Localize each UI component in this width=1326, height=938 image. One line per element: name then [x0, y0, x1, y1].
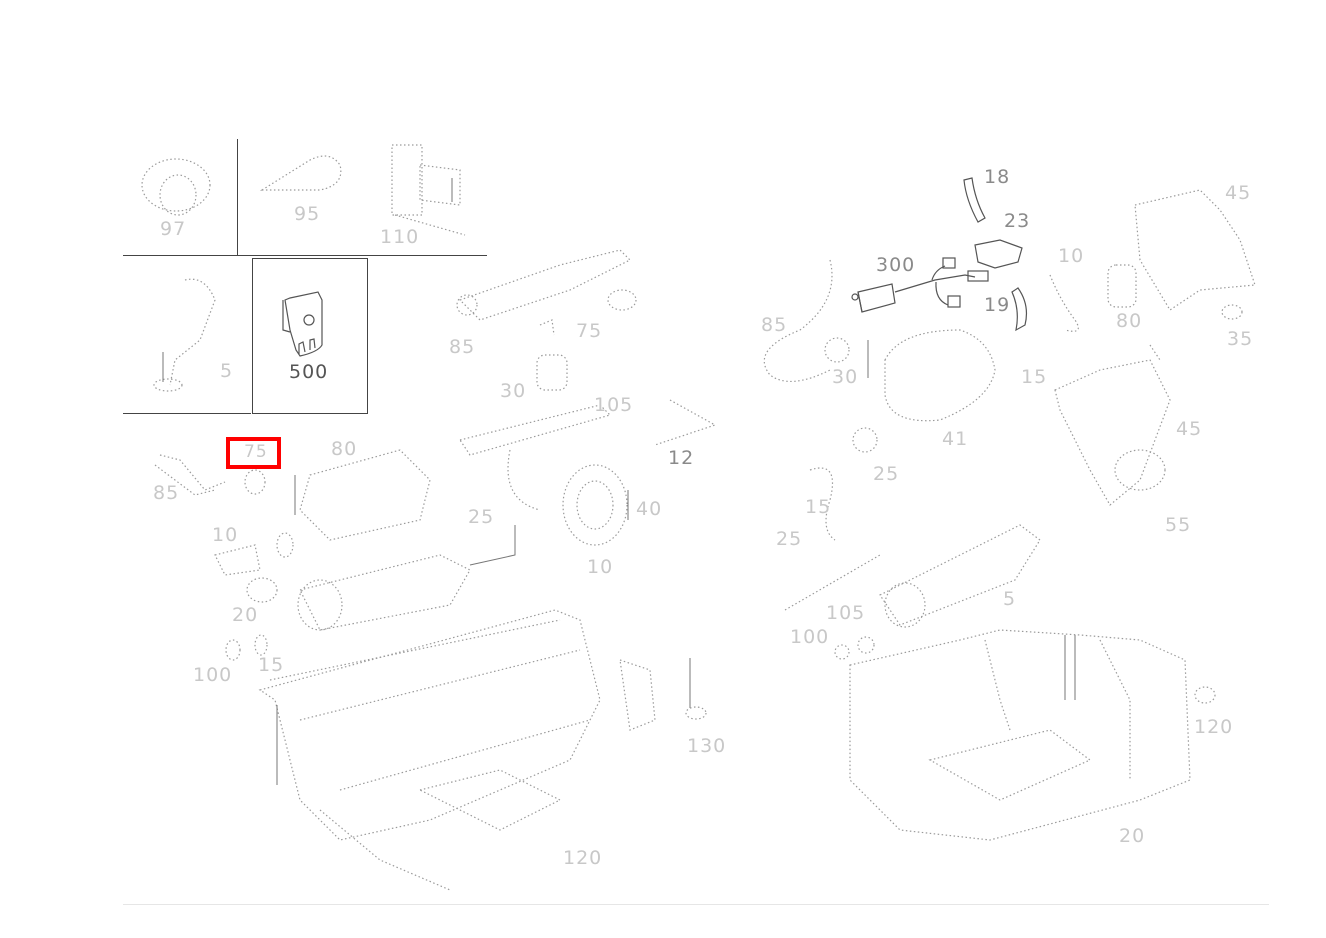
label-30-left: 30 — [500, 380, 527, 402]
label-80-right: 80 — [1116, 310, 1143, 332]
label-120-right: 120 — [1194, 716, 1234, 738]
label-85-upper: 85 — [449, 336, 476, 358]
part-110-drawing — [391, 144, 466, 236]
label-85-right: 85 — [761, 314, 788, 336]
inset-divider-horizontal-bottom — [123, 413, 251, 414]
label-15-right: 15 — [1021, 366, 1048, 388]
label-23: 23 — [1004, 210, 1031, 232]
valve-23 — [974, 239, 1023, 269]
label-95: 95 — [294, 203, 321, 225]
inset-divider-horizontal-top — [123, 255, 487, 256]
label-25-right-lower: 25 — [776, 528, 803, 550]
label-110: 110 — [380, 226, 420, 248]
label-20-right: 20 — [1119, 825, 1146, 847]
left-pump-80 — [154, 449, 431, 541]
hose-12 — [654, 399, 717, 446]
label-5-right: 5 — [1003, 588, 1017, 610]
label-25-right: 25 — [873, 463, 900, 485]
label-18: 18 — [984, 166, 1011, 188]
highlighted-callout-box[interactable]: 75 — [226, 437, 281, 469]
label-55: 55 — [1165, 514, 1192, 536]
inset-divider-vertical-1 — [237, 139, 238, 255]
label-10-right: 10 — [1058, 245, 1085, 267]
label-100-right: 100 — [790, 626, 830, 648]
left-filter-assembly — [214, 532, 471, 631]
label-130: 130 — [687, 735, 727, 757]
label-97: 97 — [160, 218, 187, 240]
part-5-drawing — [153, 278, 216, 392]
label-35: 35 — [1227, 328, 1254, 350]
inset-panel-500 — [252, 258, 368, 414]
hose-10-right — [1049, 274, 1079, 332]
label-40: 40 — [636, 498, 663, 520]
label-45-top: 45 — [1225, 182, 1252, 204]
label-12: 12 — [668, 447, 695, 469]
label-15-left: 15 — [258, 654, 285, 676]
label-25-left: 25 — [468, 506, 495, 528]
label-105-right: 105 — [826, 602, 866, 624]
filter-5-right — [784, 524, 1041, 628]
label-20-left: 20 — [232, 604, 259, 626]
left-frame-120 — [225, 609, 707, 891]
label-85-left: 85 — [153, 482, 180, 504]
label-300: 300 — [876, 254, 916, 276]
label-15-right-lower: 15 — [805, 496, 832, 518]
label-100-left: 100 — [193, 664, 233, 686]
right-frame-20 — [834, 629, 1216, 841]
bottom-rule — [123, 904, 1269, 905]
part-97-drawing — [141, 158, 211, 216]
hose-19 — [1011, 287, 1028, 332]
hose-85-right — [763, 259, 833, 383]
label-75-highlighted: 75 — [244, 442, 268, 462]
left-upper-assembly — [456, 249, 637, 391]
hose-18 — [963, 177, 986, 223]
label-45-right: 45 — [1176, 418, 1203, 440]
compressor-45 — [1054, 344, 1171, 506]
label-105-left: 105 — [594, 394, 634, 416]
label-19: 19 — [984, 294, 1011, 316]
label-5-inset: 5 — [220, 360, 234, 382]
right-harness-300 — [851, 257, 989, 313]
label-500: 500 — [289, 361, 329, 383]
pump-41 — [824, 329, 996, 453]
label-41: 41 — [942, 428, 969, 450]
bracket-45 — [1134, 189, 1256, 311]
label-10-lower: 10 — [587, 556, 614, 578]
label-120-left: 120 — [563, 847, 603, 869]
part-500-clip-drawing — [282, 291, 323, 357]
label-30-right: 30 — [832, 366, 859, 388]
part-95-drawing — [259, 155, 342, 191]
label-75-upper: 75 — [576, 320, 603, 342]
label-80-left: 80 — [331, 438, 358, 460]
left-mid-assembly — [459, 404, 629, 566]
label-10-left: 10 — [212, 524, 239, 546]
